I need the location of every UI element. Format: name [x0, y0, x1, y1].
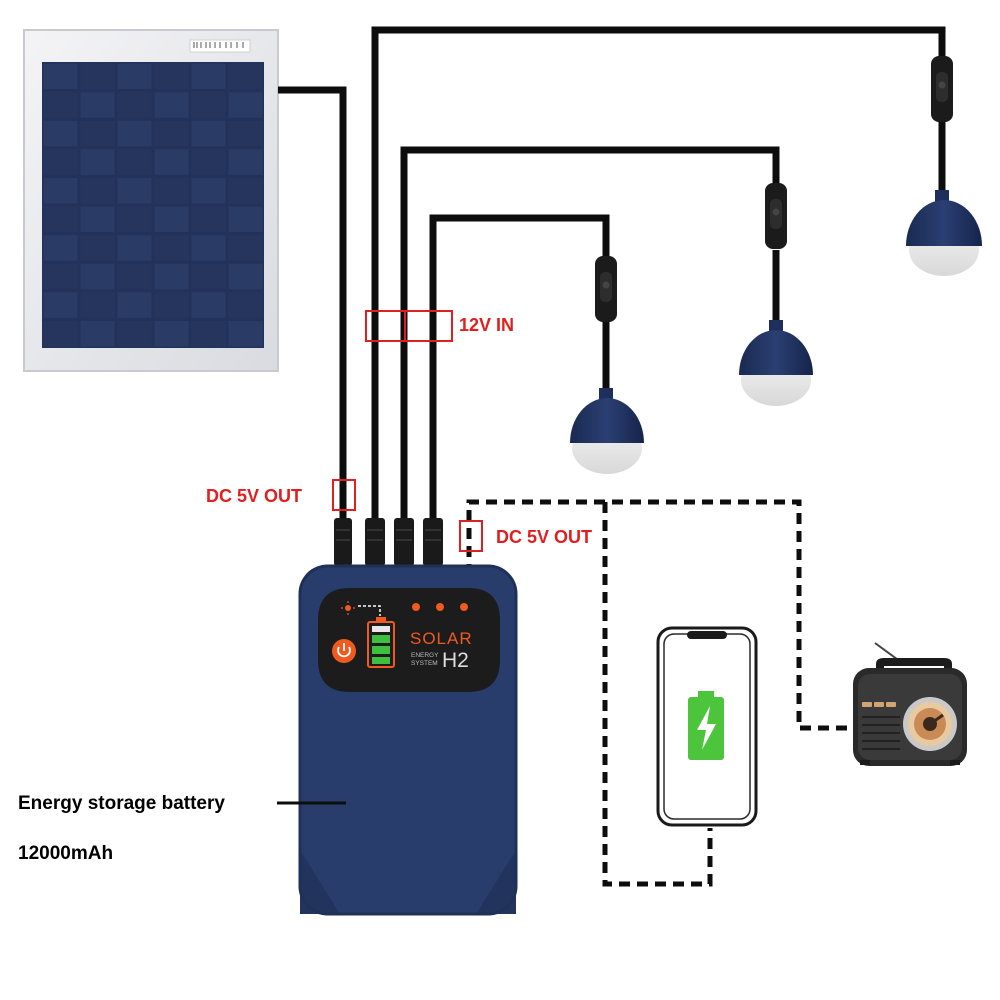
solar-cell: [80, 120, 115, 147]
solar-cell: [43, 206, 78, 233]
solar-cell: [228, 149, 263, 175]
solar-cell: [228, 292, 263, 318]
solar-cell: [191, 120, 226, 147]
cable-lamp-right: [371, 26, 946, 520]
solar-cell: [154, 206, 189, 233]
solar-cell: [117, 177, 152, 204]
solar-cell: [80, 320, 115, 347]
solar-cell: [191, 320, 226, 347]
solar-cell: [228, 92, 263, 118]
cable-lamp-left: [429, 214, 610, 520]
solar-cell: [154, 120, 189, 147]
solar-cell: [43, 263, 78, 290]
lamp-icon: [570, 388, 644, 474]
solar-cell: [191, 292, 226, 318]
solar-cell: [43, 120, 78, 147]
solar-cell: [154, 63, 189, 90]
solar-cell-grid: [43, 63, 263, 347]
solar-cell: [117, 149, 152, 175]
solar-cell: [80, 235, 115, 261]
solar-cell: [154, 149, 189, 175]
solar-cell: [80, 206, 115, 233]
solar-cell: [228, 120, 263, 147]
control-panel: [318, 588, 500, 692]
battery-indicator-icon: [367, 617, 395, 668]
solar-cell: [154, 235, 189, 261]
solar-charge-indicator-icon: [341, 601, 355, 615]
solar-cell: [117, 235, 152, 261]
solar-cell: [117, 292, 152, 318]
solar-cell: [80, 263, 115, 290]
solar-cell: [43, 177, 78, 204]
label-12v-in: 12V IN: [459, 315, 514, 335]
connectors: [334, 518, 443, 566]
radio-icon: [853, 642, 967, 766]
dashed-cables: [466, 499, 858, 887]
label-box-12v-in: [365, 310, 453, 342]
label-battery-name: Energy storage battery: [18, 793, 225, 814]
solar-cell: [191, 149, 226, 175]
solar-cell: [80, 149, 115, 175]
solar-panel-icon: [23, 29, 279, 372]
switch-icon: [595, 256, 617, 322]
label-battery-capacity: 12000mAh: [18, 843, 113, 864]
lamp-icon: [739, 320, 813, 406]
solar-cell: [43, 292, 78, 318]
solar-cell: [228, 235, 263, 261]
solar-cell: [154, 177, 189, 204]
solar-cell: [43, 92, 78, 118]
solar-cell: [191, 63, 226, 90]
solar-cell: [43, 149, 78, 175]
label-dc5v-out-right: DC 5V OUT: [496, 527, 592, 547]
solar-cell: [117, 120, 152, 147]
solar-cell: [43, 320, 78, 347]
label-box-dc5v-left: [332, 479, 356, 511]
solar-cell: [117, 92, 152, 118]
solar-cell: [43, 63, 78, 90]
solar-cell: [117, 206, 152, 233]
battery-device: SOLAR ENERGY SYSTEM H2: [298, 564, 518, 916]
solar-cell: [228, 63, 263, 90]
switch-icon: [931, 56, 953, 122]
solar-cell: [117, 63, 152, 90]
cable-solar-panel: [278, 86, 347, 520]
solar-cell: [80, 292, 115, 318]
solar-cell: [228, 320, 263, 347]
solar-cell: [228, 177, 263, 204]
solar-cell: [80, 177, 115, 204]
device-sub-line-1: ENERGY: [411, 652, 439, 659]
solar-cell: [117, 263, 152, 290]
device-brand: SOLAR: [410, 629, 473, 648]
solar-cell: [80, 63, 115, 90]
solar-cell: [154, 292, 189, 318]
device-sub-line-2: SYSTEM: [411, 660, 438, 667]
label-box-dc5v-right: [459, 520, 483, 552]
lamp-icon: [906, 190, 982, 276]
solar-cell: [191, 92, 226, 118]
solar-cell: [117, 320, 152, 347]
power-button-icon[interactable]: [332, 639, 356, 663]
device-model: H2: [442, 649, 469, 672]
solar-cell: [154, 320, 189, 347]
charging-bolt-icon: [688, 691, 724, 760]
cable-phone: [602, 502, 713, 887]
solar-cell: [228, 206, 263, 233]
solar-cell: [228, 263, 263, 290]
solar-cell: [191, 177, 226, 204]
solar-cell: [80, 92, 115, 118]
phone-icon: [656, 626, 758, 827]
solar-cell: [191, 235, 226, 261]
solar-cell: [191, 206, 226, 233]
solar-cell: [154, 263, 189, 290]
label-dc5v-out-left: DC 5V OUT: [206, 486, 302, 506]
switch-icon: [765, 183, 787, 249]
solar-cell: [154, 92, 189, 118]
solar-cell: [43, 235, 78, 261]
solar-cell: [191, 263, 226, 290]
status-leds: [412, 603, 468, 611]
cable-usb-loop: [466, 499, 858, 731]
